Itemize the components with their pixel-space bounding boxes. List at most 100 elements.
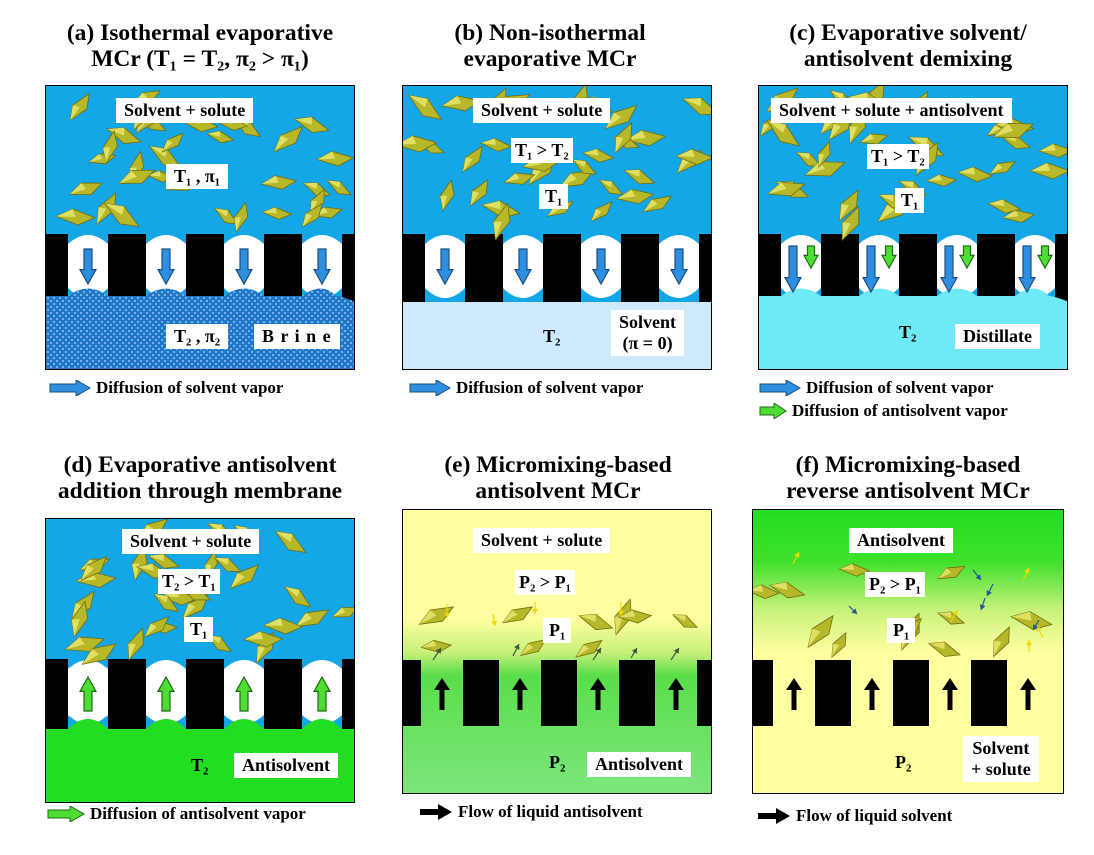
micro-arrows: [432, 602, 680, 661]
crystal: [316, 150, 354, 167]
crystal: [147, 553, 181, 569]
liquid-flow-arrows: [434, 678, 684, 710]
panel-c-condition-label: T₁ > T₂: [867, 144, 929, 169]
vapor-arrow: [513, 248, 533, 286]
panel-c-legend-1: Diffusion of solvent vapor: [758, 378, 993, 398]
crystal: [481, 200, 522, 219]
crystal: [989, 160, 1016, 175]
crystal: [104, 203, 140, 228]
crystal: [575, 639, 603, 658]
crystal: [766, 119, 800, 147]
flow-arrow-shaft: [791, 688, 797, 710]
crystal: [243, 630, 284, 648]
black-arrow-icon: [758, 808, 790, 824]
panel-b-feed-label: T₁: [539, 184, 569, 209]
panel-a-feed-label: T₁ , π₁: [166, 164, 229, 189]
crystal: [294, 609, 330, 628]
crystal: [615, 188, 655, 205]
vapor-arrow: [312, 675, 332, 712]
crystal: [118, 169, 156, 184]
panel-f-diagram: Antisolvent P₂ > P₁ P₁ P₂ Solvent + solu…: [752, 509, 1064, 794]
solvent-text: Solvent: [619, 312, 677, 332]
vapor-arrow: [1036, 245, 1054, 270]
panel-d-condition-label: T₂ > T₁: [158, 569, 220, 594]
crystal: [1038, 143, 1067, 158]
crystal: [102, 129, 118, 165]
vapor-arrow: [312, 248, 332, 286]
membrane: [403, 660, 711, 726]
crystal: [68, 182, 104, 196]
crystal: [839, 189, 859, 222]
panel-b-solvent-label: Solvent (π = 0): [611, 310, 685, 356]
flow-arrow-head: [786, 678, 802, 690]
flow-arrow-head: [864, 678, 880, 690]
crystal: [926, 174, 958, 187]
flow-arrow-shaft: [517, 688, 523, 710]
crystal: [838, 563, 871, 577]
panel-e-antisolvent-label: Antisolvent: [587, 752, 692, 777]
panel-c-top-label: Solvent + solute + antisolvent: [771, 98, 1012, 123]
vapor-arrow: [78, 675, 98, 712]
crystal: [143, 616, 170, 638]
crystal: [260, 175, 298, 190]
legend-liquid-antisolvent: Flow of liquid antisolvent: [458, 802, 643, 821]
flow-arrow-head: [668, 678, 684, 690]
panel-b-diagram: Solvent + solute T₁ > T₂ T₁ T₂ Solvent (…: [402, 85, 712, 370]
panel-d-title-line2: addition through membrane: [57, 478, 343, 504]
flow-arrow-shaft: [947, 688, 953, 710]
panel-e-condition-label: P₂ > P₁: [515, 570, 576, 595]
crystal: [831, 631, 847, 658]
vapor-arrow: [156, 675, 176, 712]
flow-arrow-shaft: [439, 688, 445, 710]
crystal: [492, 202, 511, 241]
crystal: [469, 178, 489, 207]
panel-a-title: (a) Isothermal evaporative MCr (T₁ = T₂,…: [30, 20, 370, 72]
crystal: [582, 148, 615, 163]
panel-f-permeate-label: P₂: [895, 752, 912, 772]
solute-text: + solute: [971, 759, 1031, 779]
legend-antisolvent-vapor: Diffusion of antisolvent vapor: [90, 804, 306, 823]
panel-b-svg: [403, 86, 711, 369]
panel-c-permeate-label: T₂: [899, 322, 917, 342]
legend-solvent-vapor: Diffusion of solvent vapor: [456, 378, 644, 397]
crystal: [578, 613, 614, 631]
panel-f-title-line2: reverse antisolvent MCr: [786, 478, 1030, 504]
crystal: [408, 94, 443, 120]
crystal: [273, 125, 303, 153]
panel-a-permeate-label: T₂ , π₂: [166, 324, 229, 349]
osmotic-zero-text: (π = 0): [622, 333, 673, 353]
flow-arrow-shaft: [869, 688, 875, 710]
crystal: [590, 200, 613, 223]
membrane: [759, 234, 1067, 302]
crystal: [842, 205, 860, 241]
crystal: [992, 123, 1035, 139]
crystal: [55, 208, 96, 226]
panel-d-legend: Diffusion of antisolvent vapor: [46, 804, 306, 824]
crystal: [502, 606, 534, 624]
crystals: [418, 598, 699, 658]
crystal: [80, 555, 108, 582]
crystal: [768, 581, 806, 599]
crystal: [152, 593, 180, 612]
panel-e-top-label: Solvent + solute: [473, 528, 611, 553]
crystal: [682, 97, 711, 116]
panel-d-antisolvent-label: Antisolvent: [234, 753, 339, 778]
crystal: [418, 606, 455, 625]
solvent-text: Solvent: [972, 738, 1030, 758]
crystal: [213, 557, 242, 572]
legend-antisolvent-vapor: Diffusion of antisolvent vapor: [792, 401, 1008, 420]
crystal: [233, 201, 249, 233]
panel-f-top-label: Antisolvent: [849, 528, 954, 553]
crystals: [403, 86, 711, 241]
vapor-arrow: [880, 245, 898, 270]
legend-solvent-vapor: Diffusion of solvent vapor: [96, 378, 284, 397]
liquid-flow-arrows: [786, 678, 1036, 710]
crystal: [1010, 611, 1053, 630]
crystal: [331, 607, 354, 618]
panel-c-diagram: Solvent + solute + antisolvent T₁ > T₂ T…: [758, 85, 1068, 370]
crystal: [96, 192, 117, 226]
mixing-zone: [403, 510, 711, 793]
vapor-arrow: [802, 245, 820, 270]
panel-c-feed-label: T₁: [895, 188, 925, 213]
crystal: [795, 152, 823, 168]
